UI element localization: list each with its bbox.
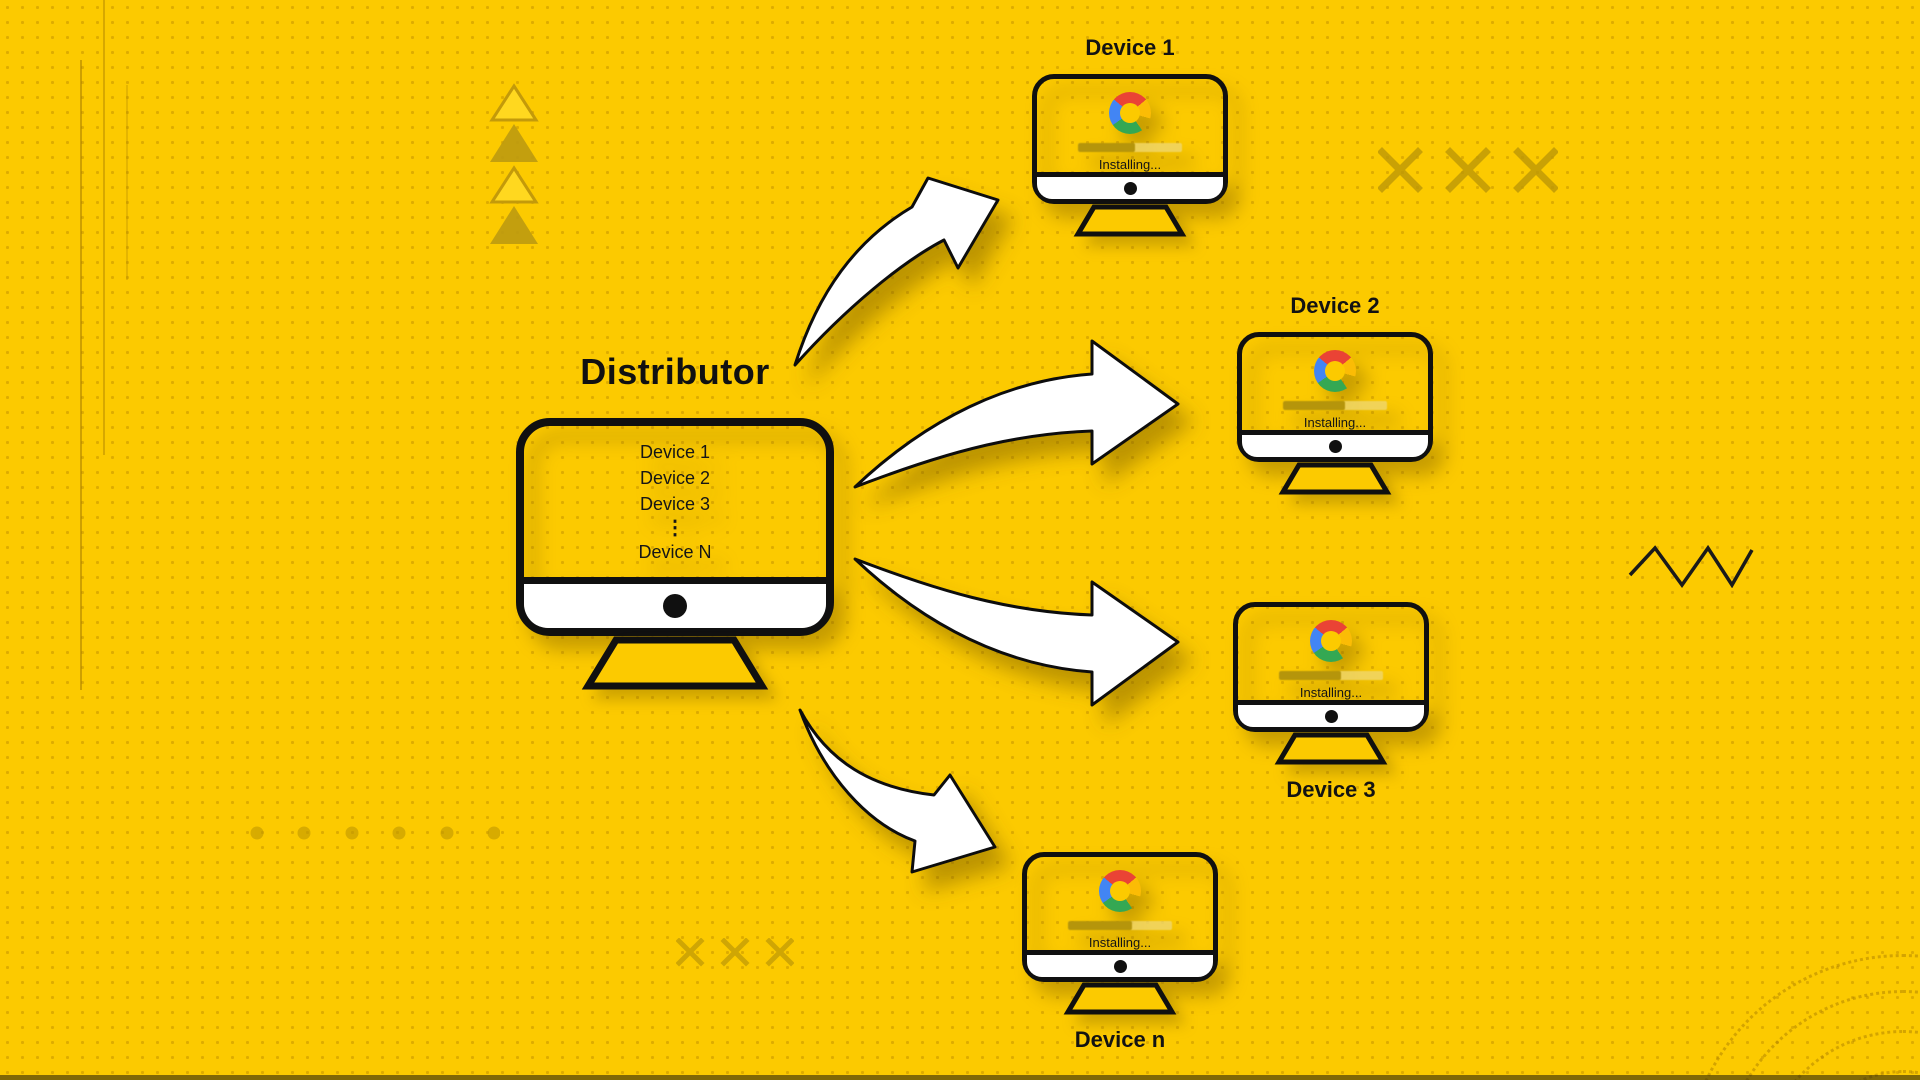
installing-status: Installing... — [1299, 685, 1363, 700]
monitor-bezel — [1037, 172, 1223, 199]
chrome-logo-icon — [1109, 92, 1151, 134]
installing-status: Installing... — [1098, 157, 1162, 172]
triangles-decoration — [489, 83, 539, 244]
device-screen: Installing... — [1037, 79, 1223, 172]
device-monitor: Installing... — [1237, 332, 1433, 462]
distributor-group: Distributor Device 1 Device 2 Device 3 ⋮… — [516, 350, 834, 692]
device-label: Device 1 — [1085, 35, 1175, 60]
progress-bar-fill — [1068, 921, 1133, 930]
dots-row-decoration — [250, 826, 500, 840]
device-3-group: Installing... Device 3 — [1233, 602, 1429, 804]
progress-bar-fill — [1078, 143, 1136, 152]
progress-bar — [1078, 143, 1182, 152]
chrome-logo-icon — [1099, 870, 1141, 912]
device-n-group: Installing... Device n — [1022, 852, 1218, 1054]
device-1-group: Device 1 Installing... — [1032, 34, 1228, 238]
vertical-line-decoration — [103, 0, 105, 455]
installing-status: Installing... — [1088, 935, 1152, 950]
device-2-group: Device 2 Installing... — [1237, 292, 1433, 496]
progress-bar-fill — [1279, 671, 1342, 680]
device-screen: Installing... — [1027, 857, 1213, 950]
camera-dot — [663, 594, 687, 618]
vertical-line-decoration — [80, 60, 82, 690]
screen-list-item: Device N — [638, 541, 712, 562]
progress-bar — [1283, 401, 1387, 410]
monitor-bezel — [1242, 430, 1428, 457]
arrow-to-device-3 — [853, 557, 1180, 707]
monitor-stand — [581, 636, 769, 690]
distributor-title: Distributor — [580, 351, 770, 392]
distributor-monitor: Device 1 Device 2 Device 3 ⋮ Device N — [516, 418, 834, 636]
monitor-stand — [1073, 204, 1187, 237]
screen-list-item: Device 1 — [639, 441, 711, 462]
device-monitor: Installing... — [1022, 852, 1218, 982]
progress-bar — [1279, 671, 1383, 680]
arrow-to-device-n — [798, 708, 997, 874]
device-label: Device n — [1074, 1027, 1166, 1052]
chrome-logo-icon — [1310, 620, 1352, 662]
chrome-logo-icon — [1314, 350, 1356, 392]
arrow-to-device-1 — [793, 176, 1000, 367]
installing-status: Installing... — [1303, 415, 1367, 430]
zigzag-decoration — [1628, 544, 1754, 588]
screen-list-item: Device 2 — [639, 467, 711, 488]
monitor-stand — [1274, 732, 1388, 765]
ellipsis: ⋮ — [665, 516, 685, 539]
camera-dot — [1123, 181, 1137, 195]
monitor-stand — [1063, 982, 1177, 1015]
vertical-line-decoration — [126, 85, 128, 280]
device-label: Device 3 — [1286, 777, 1376, 802]
camera-dot — [1113, 959, 1127, 973]
x-marks-small-decoration — [676, 938, 794, 967]
monitor-bezel — [1027, 950, 1213, 977]
device-screen: Installing... — [1242, 337, 1428, 430]
progress-bar — [1068, 921, 1172, 930]
monitor-stand — [1278, 462, 1392, 495]
x-marks-decoration — [1378, 147, 1558, 193]
device-monitor: Installing... — [1032, 74, 1228, 204]
device-label: Device 2 — [1290, 293, 1380, 318]
monitor-bezel — [1238, 700, 1424, 727]
device-monitor: Installing... — [1233, 602, 1429, 732]
arrow-to-device-2 — [853, 339, 1180, 489]
distributor-screen: Device 1 Device 2 Device 3 ⋮ Device N — [524, 426, 826, 577]
device-screen: Installing... — [1238, 607, 1424, 700]
monitor-bezel — [524, 577, 826, 628]
progress-bar-fill — [1283, 401, 1346, 410]
screen-list-item: Device 3 — [639, 493, 711, 514]
camera-dot — [1324, 709, 1338, 723]
camera-dot — [1328, 439, 1342, 453]
bottom-edge-strip — [0, 1075, 1920, 1080]
